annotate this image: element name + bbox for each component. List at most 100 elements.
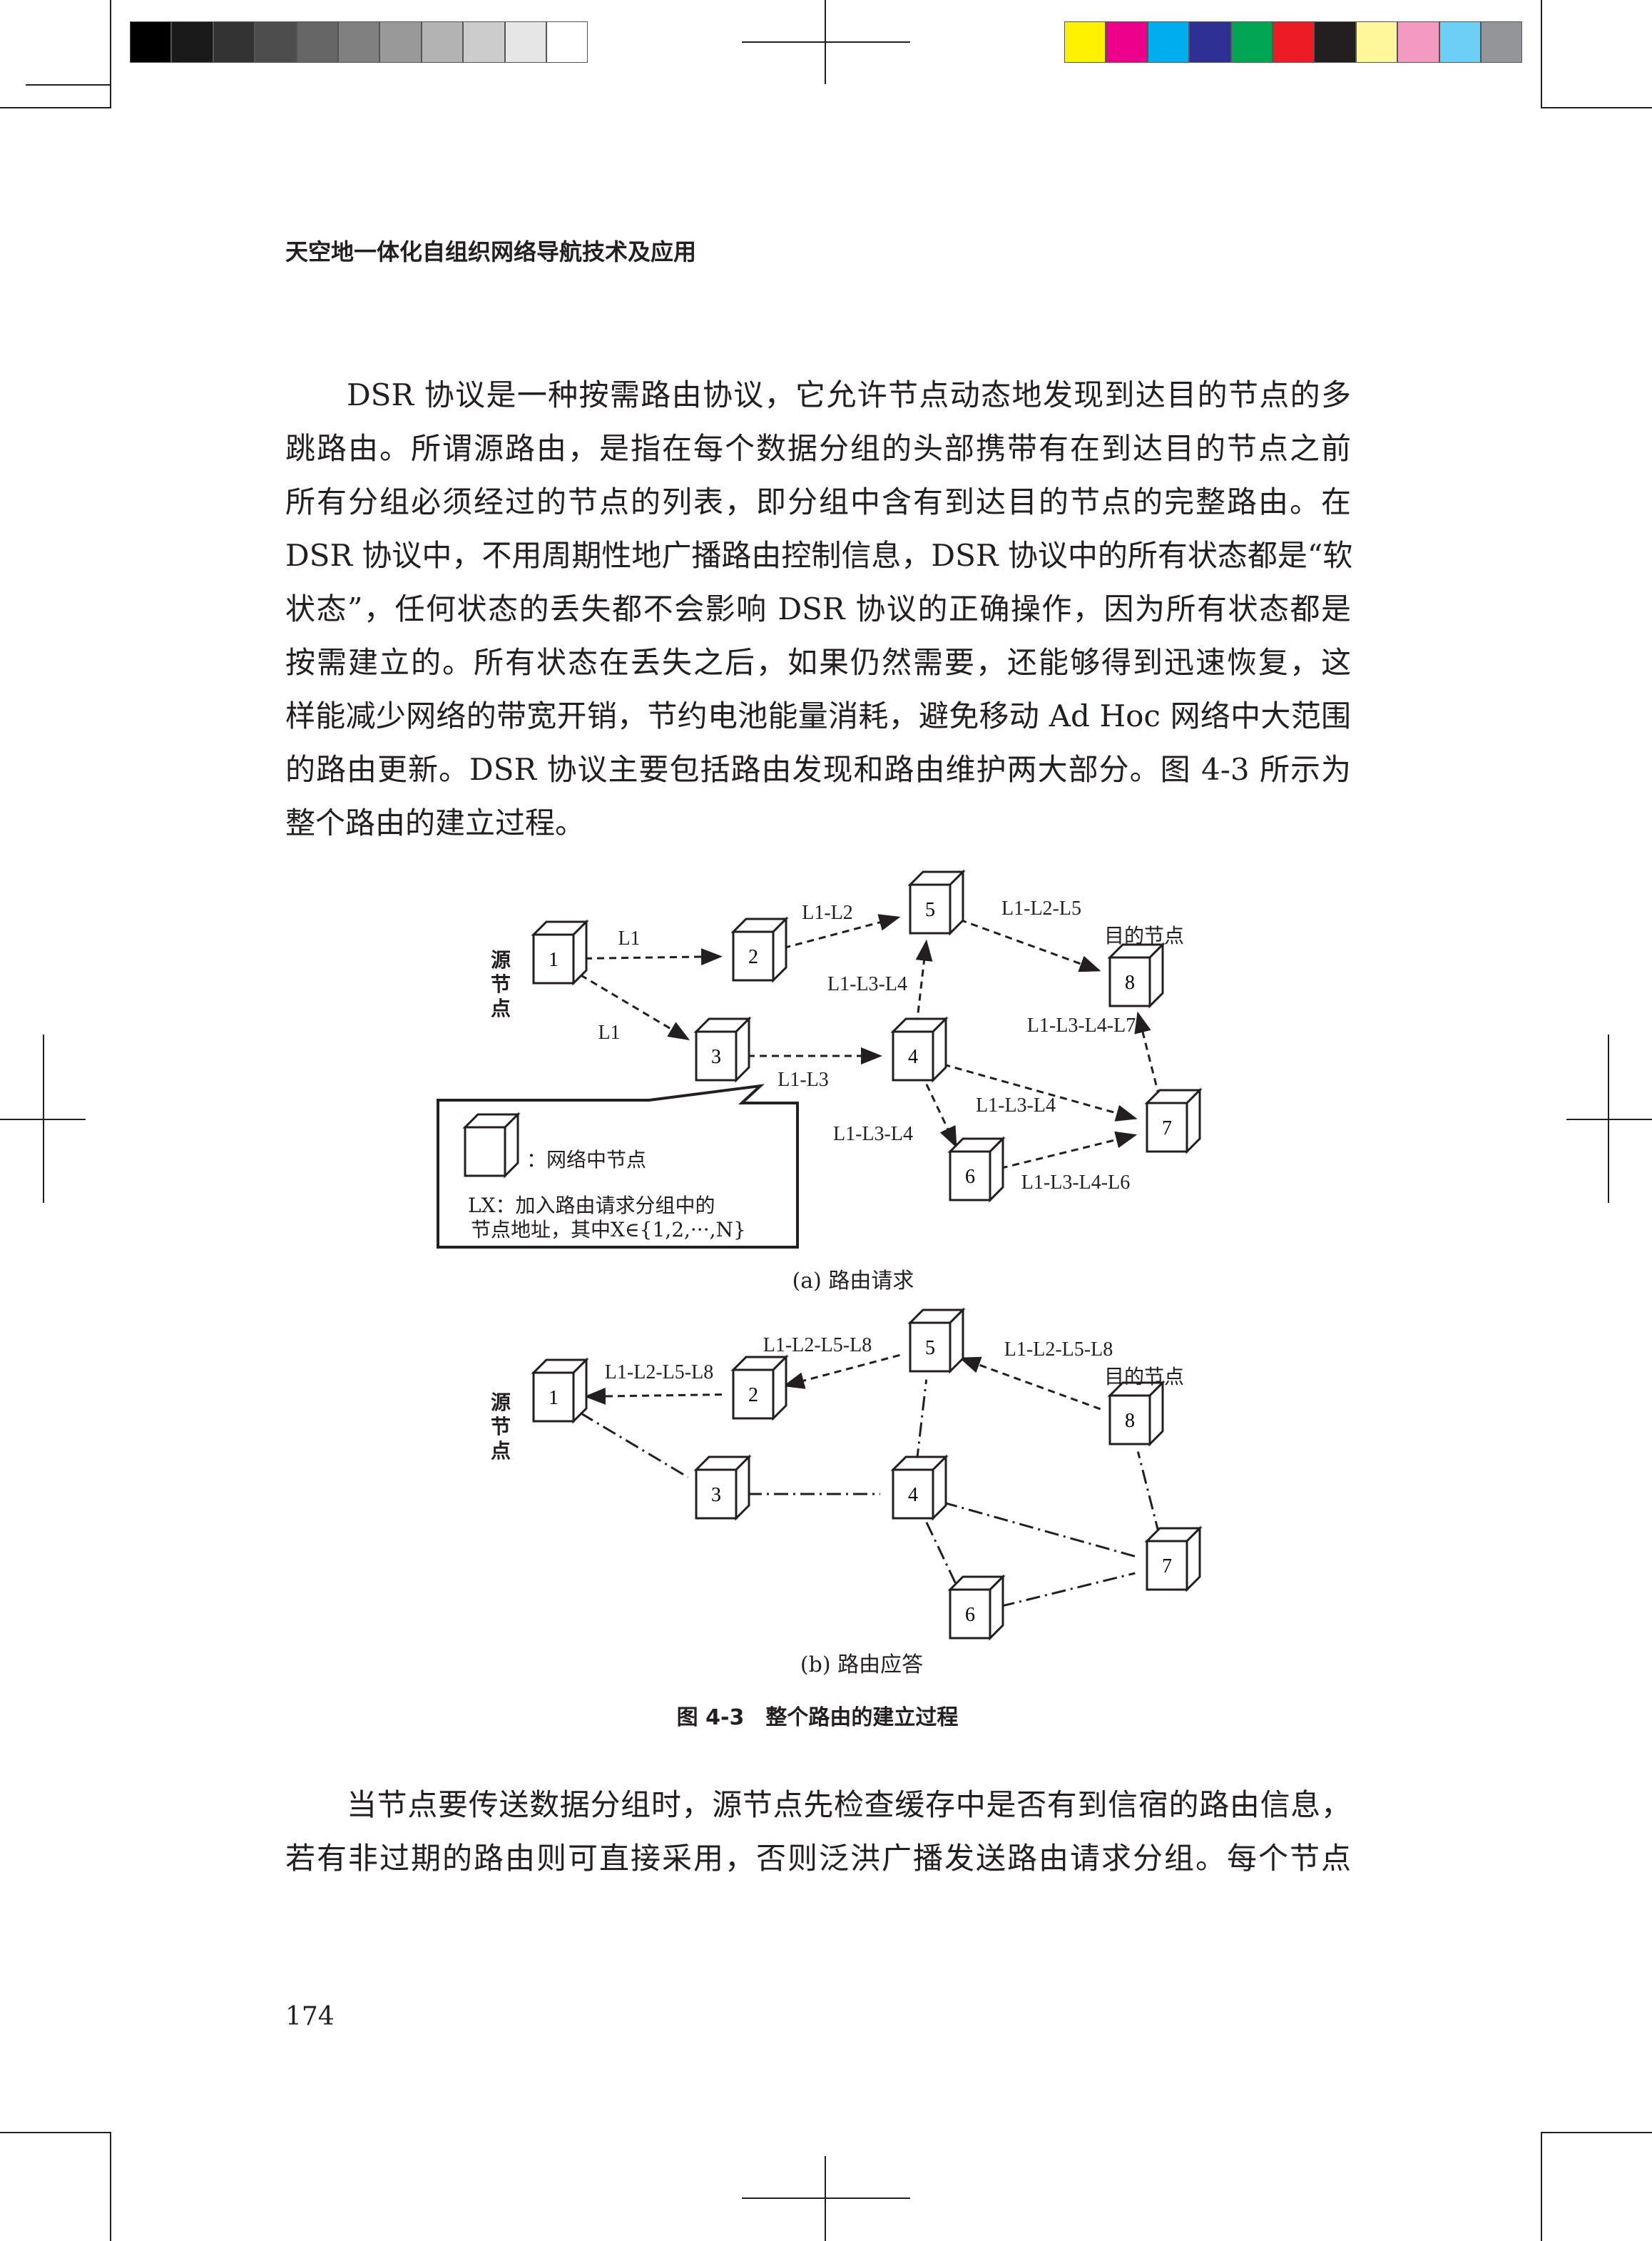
color-swatch (1147, 21, 1190, 63)
color-swatch (1106, 21, 1148, 63)
node-number: 3 (711, 1046, 721, 1068)
color-swatch (1273, 21, 1315, 63)
source-node-label: 源节点 (490, 948, 511, 1020)
edge-label: L1-L3-L4 (833, 1123, 913, 1145)
color-swatch (1355, 21, 1398, 63)
edge-label: L1 (598, 1022, 621, 1044)
edge-4-5 (915, 1379, 928, 1463)
crop-mark (1541, 0, 1542, 108)
edge-1-3 (580, 974, 690, 1040)
crop-mark (0, 1119, 86, 1120)
edge-2-1 (583, 1387, 723, 1405)
edge-1-2 (584, 948, 723, 966)
node-7: 7 (1144, 1087, 1203, 1154)
crop-mark (1566, 1119, 1652, 1120)
gray-swatch (171, 21, 213, 63)
page-number: 174 (285, 2002, 335, 2031)
legend-node-meaning: ：网络中节点 (526, 1148, 647, 1172)
diagram-diagram_a: 1 2 3 4 5 6 7 8 (531, 869, 1203, 1203)
color-swatch (1439, 21, 1481, 63)
legend-callout-box (437, 1084, 799, 1249)
edge-4-6 (925, 1084, 957, 1149)
node-5: 5 (907, 869, 966, 936)
figure-title: 图 4-3 整个路由的建立过程 (676, 1705, 959, 1730)
color-swatch (1189, 21, 1231, 63)
destination-node-label: 目的节点 (1103, 1366, 1185, 1388)
crop-mark (110, 0, 111, 108)
crop-mark (742, 2197, 910, 2199)
node-2: 2 (730, 1354, 789, 1421)
color-swatch (1397, 21, 1439, 63)
legend-node-icon (462, 1112, 521, 1179)
caption-b: (b) 路由应答 (800, 1652, 924, 1677)
color-swatch (1064, 21, 1106, 63)
node-1: 1 (531, 919, 589, 986)
crop-mark (742, 41, 910, 43)
caption-a: (a) 路由请求 (792, 1269, 914, 1294)
gray-swatch (213, 21, 255, 63)
edge-label: L1-L3-L4-L6 (1021, 1172, 1131, 1194)
gray-swatch (379, 21, 422, 63)
node-8: 8 (1107, 1380, 1166, 1447)
node-3: 3 (693, 1454, 752, 1521)
node-number: 2 (748, 946, 758, 968)
diagram-diagram_b: 1 2 3 4 5 6 7 8 (531, 1307, 1203, 1641)
text-line: 的路由更新。DSR 协议主要包括路由发现和路由维护两大部分。图 4-3 所示为 (285, 752, 1351, 787)
edge-1-3 (580, 1412, 689, 1478)
node-number: 4 (908, 1484, 918, 1506)
edge-2-5 (783, 914, 901, 950)
text-line: 所有分组必须经过的节点的列表，即分组中含有到达目的节点的完整路由。在 (285, 484, 1351, 519)
crop-mark (0, 2132, 111, 2133)
color-swatch (1230, 21, 1273, 63)
gray-swatch (255, 21, 297, 63)
crop-mark (0, 107, 111, 108)
node-number: 5 (925, 1337, 935, 1359)
edge-label: L1 (618, 928, 641, 950)
node-4: 4 (890, 1454, 949, 1521)
node-3: 3 (693, 1016, 752, 1083)
gray-swatch (463, 21, 505, 63)
crop-mark (1541, 107, 1652, 108)
node-number: 7 (1162, 1555, 1172, 1577)
node-number: 4 (908, 1046, 918, 1068)
edge-4-5 (915, 939, 933, 1025)
gray-swatch (421, 21, 464, 63)
node-number: 7 (1162, 1117, 1172, 1139)
edge-7-8 (1134, 1011, 1161, 1097)
text-line: 状态”，任何状态的丢失都不会影响 DSR 协议的正确操作，因为所有状态都是 (285, 591, 1351, 626)
node-number: 6 (965, 1604, 975, 1626)
node-8: 8 (1107, 942, 1166, 1009)
node-6: 6 (947, 1574, 1006, 1641)
text-line: 当节点要传送数据分组时，源节点先检查缓存中是否有到信宿的路由信息， (347, 1787, 1351, 1822)
legend-lx-line2: 节点地址，其中X∈{1,2,···,N} (471, 1218, 746, 1241)
node-number: 1 (549, 949, 559, 971)
edge-label: L1-L2 (802, 902, 853, 924)
edge-8-5 (959, 1356, 1101, 1411)
node-4: 4 (890, 1016, 949, 1083)
edge-label: L1-L3-L4-L7 (1026, 1015, 1136, 1037)
edge-label: L1-L3-L4 (976, 1094, 1056, 1117)
node-number: 8 (1125, 972, 1135, 994)
gray-swatch (130, 21, 172, 63)
node-number: 8 (1125, 1410, 1135, 1432)
edge-5-2 (782, 1353, 900, 1389)
color-swatch (1314, 21, 1356, 63)
node-number: 3 (711, 1484, 721, 1506)
gray-swatch (296, 21, 338, 63)
color-swatch (1481, 21, 1523, 63)
edge-4-7 (942, 1063, 1138, 1122)
node-number: 1 (549, 1387, 559, 1409)
source-node-label: 源节点 (490, 1391, 511, 1463)
crop-mark (26, 84, 111, 86)
node-1: 1 (531, 1357, 589, 1424)
edge-label: L1-L2-L5-L8 (1004, 1338, 1113, 1361)
crop-mark (1541, 2132, 1652, 2133)
node-number: 6 (965, 1166, 975, 1188)
node-5: 5 (907, 1307, 966, 1374)
edge-6-7 (1000, 1572, 1136, 1607)
node-number: 5 (925, 899, 935, 921)
edge-4-6 (925, 1522, 957, 1585)
text-line: DSR 协议是一种按需路由协议，它允许节点动态地发现到达目的节点的多 (347, 377, 1351, 412)
text-line: 跳路由。所谓源路由，是指在每个数据分组的头部携带有在到达目的节点之前 (285, 431, 1351, 466)
